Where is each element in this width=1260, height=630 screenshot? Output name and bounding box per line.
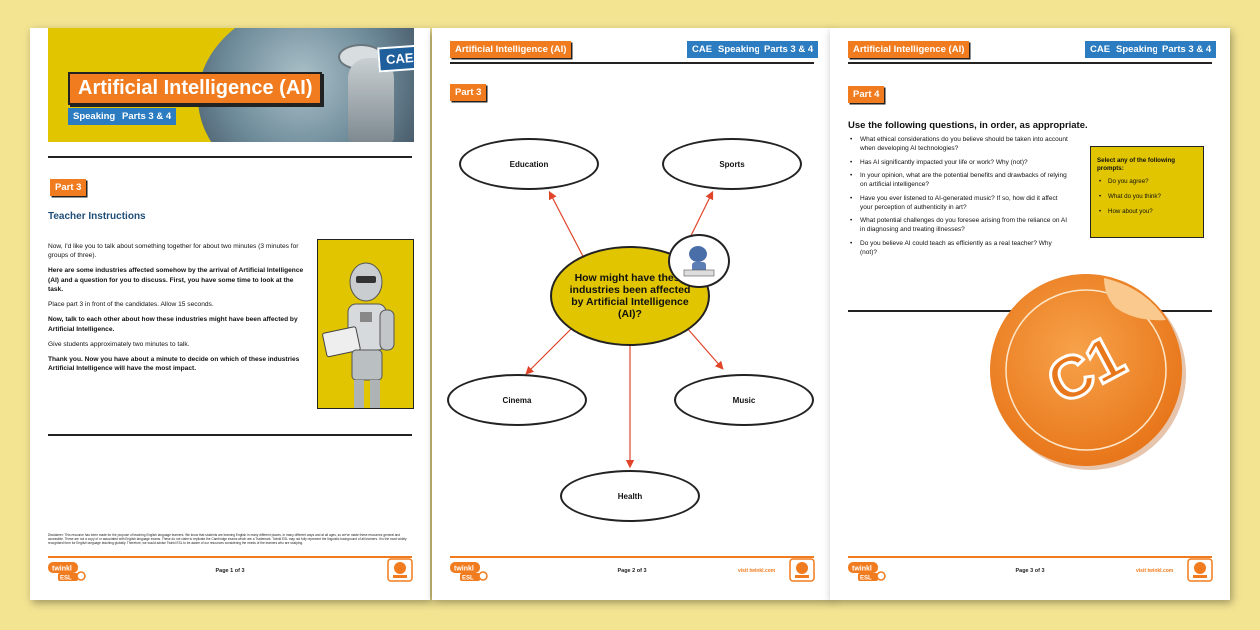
header-title-tag: Artificial Intelligence (AI) bbox=[848, 41, 970, 58]
part-label: Part 3 bbox=[50, 179, 87, 196]
svg-text:twinkl: twinkl bbox=[852, 566, 872, 573]
svg-text:ESL: ESL bbox=[860, 576, 872, 582]
prompt-item: Do you agree? bbox=[1097, 178, 1197, 185]
instruction-paragraph: Now, I'd like you to talk about somethin… bbox=[48, 243, 299, 260]
divider bbox=[48, 156, 412, 158]
title-banner: CAE Artificial Intelligence (AI) Speakin… bbox=[48, 28, 414, 142]
question-item: Has AI significantly impacted your life … bbox=[848, 159, 1070, 168]
instruction-paragraph: Place part 3 in front of the candidates.… bbox=[48, 301, 214, 309]
industry-label: Health bbox=[617, 491, 643, 501]
page-title: Artificial Intelligence (AI) bbox=[68, 72, 323, 105]
instruction-paragraph: Give students approximately two minutes … bbox=[48, 340, 190, 348]
instruction-paragraph: Thank you. Now you have about a minute t… bbox=[48, 355, 300, 373]
divider bbox=[48, 434, 412, 436]
divider bbox=[848, 62, 1212, 64]
question-item: What ethical considerations do you belie… bbox=[848, 136, 1070, 154]
industry-label: Sports bbox=[719, 159, 745, 169]
footer-url[interactable]: visit twinkl.com bbox=[1136, 568, 1174, 574]
twinkl-esl-logo: twinkl ESL bbox=[848, 560, 886, 582]
industry-education: Education bbox=[459, 138, 599, 190]
twinkl-esl-logo: twinkl ESL bbox=[48, 560, 86, 582]
footer-line bbox=[48, 556, 412, 558]
svg-text:ESL: ESL bbox=[462, 576, 474, 582]
page-number: Page 2 of 3 bbox=[617, 568, 647, 574]
footer-line bbox=[848, 556, 1212, 558]
instruction-paragraph: Now, talk to each other about how these … bbox=[48, 316, 298, 333]
question-item: Do you believe AI could teach as efficie… bbox=[848, 240, 1070, 258]
industry-label: Music bbox=[732, 395, 756, 405]
robot-image bbox=[317, 239, 414, 409]
twinkl-esl-logo: twinkl ESL bbox=[450, 560, 488, 582]
award-badge-icon bbox=[789, 558, 815, 582]
industry-label: Cinema bbox=[502, 395, 532, 405]
header-tag-speaking: Speaking bbox=[1111, 41, 1164, 58]
header-tag-cae: CAE bbox=[1085, 41, 1116, 58]
instruction-heading: Use the following questions, in order, a… bbox=[848, 120, 1088, 131]
question-item: What potential challenges do you foresee… bbox=[848, 217, 1070, 235]
svg-text:ESL: ESL bbox=[60, 576, 72, 582]
question-list: What ethical considerations do you belie… bbox=[848, 136, 1070, 262]
c1-level-sticker: C1 bbox=[986, 268, 1191, 473]
prompts-heading: Select any of the following prompts: bbox=[1097, 157, 1176, 173]
center-question-text: How might have these industries been aff… bbox=[569, 271, 691, 321]
svg-text:twinkl: twinkl bbox=[52, 566, 72, 573]
part-label: Part 4 bbox=[848, 86, 885, 103]
prompt-item: What do you think? bbox=[1097, 193, 1197, 200]
cae-badge: CAE bbox=[377, 44, 414, 73]
footer-url[interactable]: visit twinkl.com bbox=[738, 568, 776, 574]
question-item: In your opinion, what are the potential … bbox=[848, 172, 1070, 190]
industry-music: Music bbox=[674, 374, 814, 426]
footer-line bbox=[450, 556, 814, 558]
prompt-item: How about you? bbox=[1097, 208, 1197, 215]
award-badge-icon bbox=[1187, 558, 1213, 582]
part-label: Part 3 bbox=[450, 84, 487, 101]
header-tag-parts: Parts 3 & 4 bbox=[759, 41, 819, 58]
header-title-tag: Artificial Intelligence (AI) bbox=[450, 41, 572, 58]
header-tag-speaking: Speaking bbox=[713, 41, 766, 58]
page-number: Page 1 of 3 bbox=[215, 568, 245, 574]
industry-sports: Sports bbox=[662, 138, 802, 190]
parts-tag: Parts 3 & 4 bbox=[117, 108, 177, 125]
robot-laptop-image bbox=[668, 234, 730, 288]
prompts-box: Select any of the following prompts: Do … bbox=[1090, 146, 1204, 238]
satellite-image bbox=[348, 58, 394, 142]
teacher-instructions: Now, I'd like you to talk about somethin… bbox=[48, 242, 310, 379]
award-badge-icon bbox=[387, 558, 413, 582]
header-tag-cae: CAE bbox=[687, 41, 718, 58]
instruction-paragraph: Here are some industries affected someho… bbox=[48, 267, 304, 293]
worksheet-page-1: CAE Artificial Intelligence (AI) Speakin… bbox=[30, 28, 430, 600]
divider bbox=[450, 62, 814, 64]
svg-text:twinkl: twinkl bbox=[454, 566, 474, 573]
disclaimer-text: Disclaimer: This resource has been made … bbox=[48, 533, 407, 546]
industry-cinema: Cinema bbox=[447, 374, 587, 426]
industry-label: Education bbox=[509, 159, 549, 169]
header-tag-parts: Parts 3 & 4 bbox=[1157, 41, 1217, 58]
speaking-tag: Speaking bbox=[68, 108, 121, 125]
page-number: Page 3 of 3 bbox=[1015, 568, 1045, 574]
industry-health: Health bbox=[560, 470, 700, 522]
question-item: Have you ever listened to AI-generated m… bbox=[848, 195, 1070, 213]
section-heading: Teacher Instructions bbox=[48, 211, 146, 222]
worksheet-page-2: Artificial Intelligence (AI) CAE Speakin… bbox=[432, 28, 832, 600]
